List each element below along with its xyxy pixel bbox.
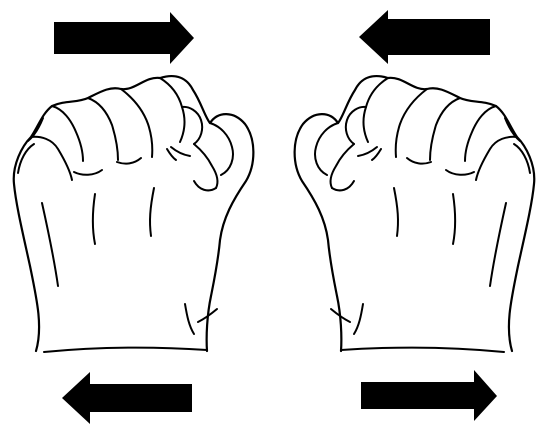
bottom-right-right-arrow-icon <box>361 370 497 421</box>
top-left-right-arrow-icon <box>54 12 194 64</box>
bottom-left-left-arrow-icon <box>62 372 192 424</box>
left-fist-icon <box>14 76 254 352</box>
right-fist-icon <box>295 76 535 352</box>
top-right-left-arrow-icon <box>359 10 490 64</box>
